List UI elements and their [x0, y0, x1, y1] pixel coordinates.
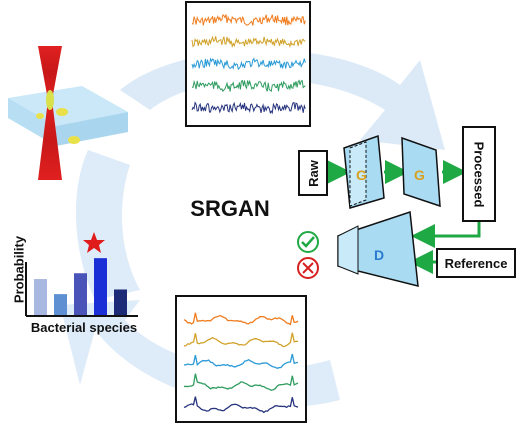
processed-output-box: Processed — [462, 126, 496, 222]
probability-bar — [54, 294, 67, 315]
probability-bar — [34, 279, 47, 315]
probability-bar — [114, 289, 127, 315]
discriminator-label: D — [374, 247, 384, 263]
generator-label-1: G — [356, 167, 367, 183]
generator-block-2 — [401, 136, 441, 208]
noisy-spectrum-line — [191, 79, 306, 93]
processed-spectrum-line — [183, 332, 299, 348]
processed-spectrum-line — [183, 396, 299, 414]
reference-box: Reference — [436, 248, 516, 278]
processed-spectrum-line — [183, 373, 299, 392]
probability-bar — [74, 273, 87, 315]
diagram-title: SRGAN — [190, 196, 270, 221]
noisy-spectrum-line — [191, 14, 306, 26]
raw-label: Raw — [305, 159, 321, 187]
species-probability-chart — [25, 232, 138, 317]
discriminator-block — [337, 210, 419, 287]
generator-block-1 — [343, 134, 385, 209]
processed-spectrum-line — [183, 312, 299, 326]
check-icon — [297, 231, 319, 253]
cross-icon — [297, 257, 319, 279]
flow-arrows — [327, 160, 481, 274]
processed-label: Processed — [471, 141, 487, 207]
probability-bar — [94, 258, 107, 315]
noisy-spectrum-line — [191, 35, 306, 49]
raw-spectra-panel — [185, 1, 311, 127]
reference-label: Reference — [444, 255, 508, 271]
chart-x-label: Bacterial species — [30, 320, 138, 335]
noisy-spectrum-line — [191, 57, 306, 71]
optical-trap-illustration — [8, 46, 128, 180]
processed-spectrum-line — [183, 353, 299, 370]
noisy-spectrum-line — [191, 101, 306, 115]
processed-spectra-panel — [175, 295, 307, 423]
generator-label-2: G — [414, 167, 425, 183]
star-icon — [83, 232, 105, 253]
chart-y-label: Probability — [11, 235, 27, 304]
raw-input-box: Raw — [298, 150, 328, 196]
